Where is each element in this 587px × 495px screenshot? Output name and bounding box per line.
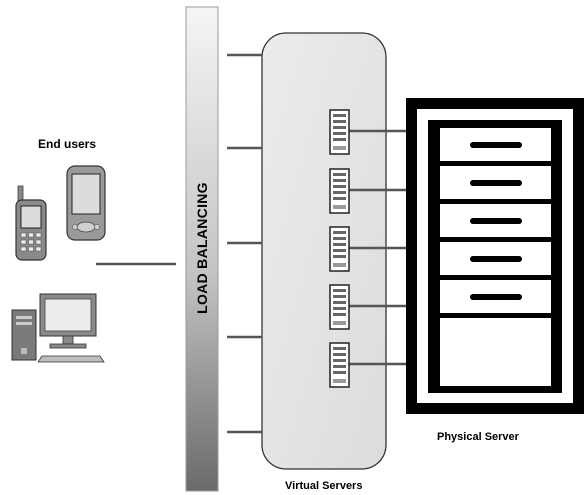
physical-server-label: Physical Server: [437, 431, 519, 443]
server-icon: [329, 342, 350, 388]
end-users-label: End users: [38, 137, 97, 151]
vm-server-3: [329, 226, 406, 272]
vm-server-1: [329, 109, 406, 155]
vm-server-5: [329, 342, 406, 388]
virtual-servers-panel: [261, 32, 387, 470]
desktop-computer-icon: [11, 293, 105, 363]
rack-empty-bay: [440, 318, 551, 386]
load-balancing-bar: [185, 6, 219, 492]
vm-server-2: [329, 168, 406, 214]
server-icon: [329, 109, 350, 155]
load-balancing-label: LOAD BALANCING: [194, 182, 210, 314]
lb-output-lines: [227, 53, 262, 434]
server-icon: [329, 226, 350, 272]
pda-icon: [66, 165, 106, 241]
virtual-servers-label: Virtual Servers: [285, 480, 363, 492]
mobile-phone-icon: [15, 185, 47, 261]
server-icon: [329, 284, 350, 330]
server-icon: [329, 168, 350, 214]
vm-server-4: [329, 284, 406, 330]
server-rack-icon: [406, 98, 584, 414]
